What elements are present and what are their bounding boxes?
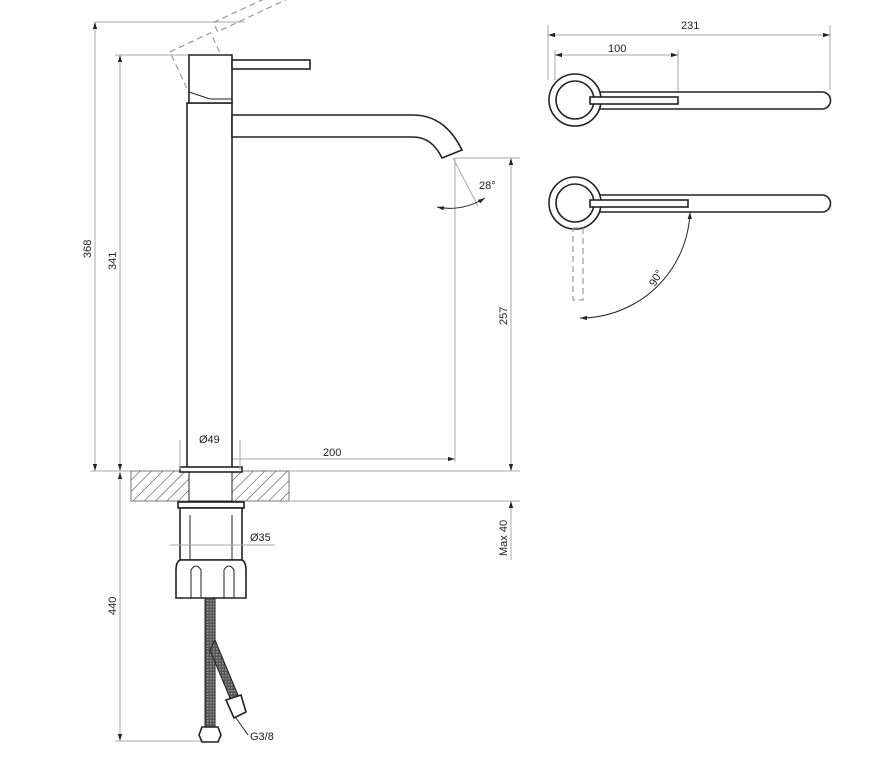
rotation-angle-label: 90° (647, 268, 666, 288)
mounting-assembly: Ø35 G3/8 (170, 501, 275, 743)
faucet-side-view: 28° (169, 0, 496, 472)
countertop-section (130, 466, 290, 502)
spout-angle-label: 28° (479, 180, 496, 192)
dim-231-label: 231 (681, 20, 699, 32)
dim-200: 200 (210, 158, 456, 462)
top-view-closed: 231 100 (547, 20, 832, 127)
dim-49-label: Ø49 (199, 434, 220, 446)
dim-368: 368 (82, 21, 245, 471)
dim-440: 440 (107, 472, 215, 742)
dim-368-label: 368 (82, 240, 94, 258)
top-view-rotation: 90° (548, 176, 832, 321)
dim-max-40-label: Max 40 (498, 520, 510, 556)
dim-200-label: 200 (323, 447, 341, 459)
dim-100-label: 100 (608, 43, 626, 55)
dim-341-label: 341 (107, 252, 119, 270)
connection-label: G3/8 (250, 731, 274, 743)
dim-257: 257 (455, 157, 520, 471)
dim-440-label: 440 (107, 597, 119, 615)
dim-49: Ø49 (179, 434, 241, 470)
dim-max-40: Max 40 (498, 501, 514, 560)
dim-257-label: 257 (498, 307, 510, 325)
dim-341: 341 (107, 54, 189, 471)
dim-35-label: Ø35 (250, 532, 271, 544)
